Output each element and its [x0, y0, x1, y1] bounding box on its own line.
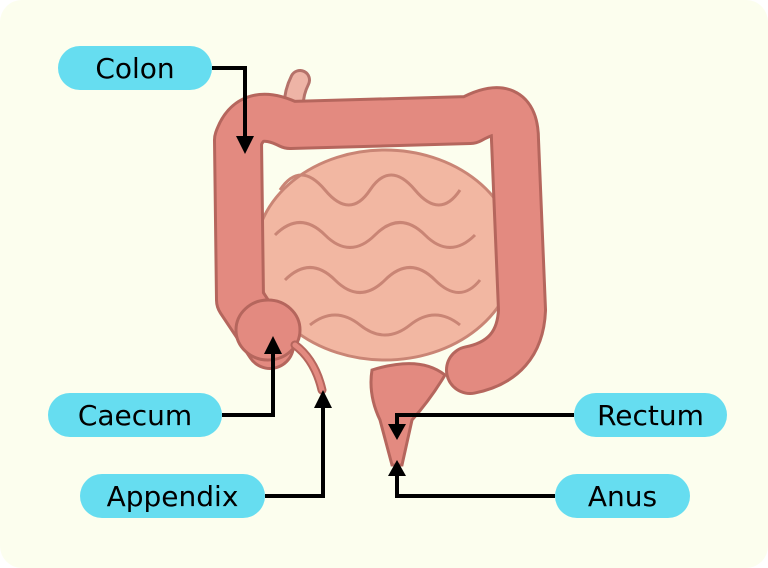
anus-arrow: [395, 472, 555, 498]
appendix-arrow: [265, 404, 325, 498]
colon: [213, 86, 547, 395]
label-rectum: Rectum: [574, 393, 727, 437]
caecum-arrow: [222, 350, 275, 417]
appendix-shape: [290, 340, 327, 395]
colon-arrow: [212, 66, 247, 140]
rectum-arrow: [395, 413, 574, 428]
label-colon: Colon: [58, 46, 212, 90]
label-anus: Anus: [555, 474, 690, 518]
arrows: [212, 66, 574, 498]
small-intestine: [253, 148, 517, 362]
label-caecum: Caecum: [48, 393, 222, 437]
arrowheads: [236, 136, 406, 476]
label-appendix: Appendix: [80, 474, 265, 518]
